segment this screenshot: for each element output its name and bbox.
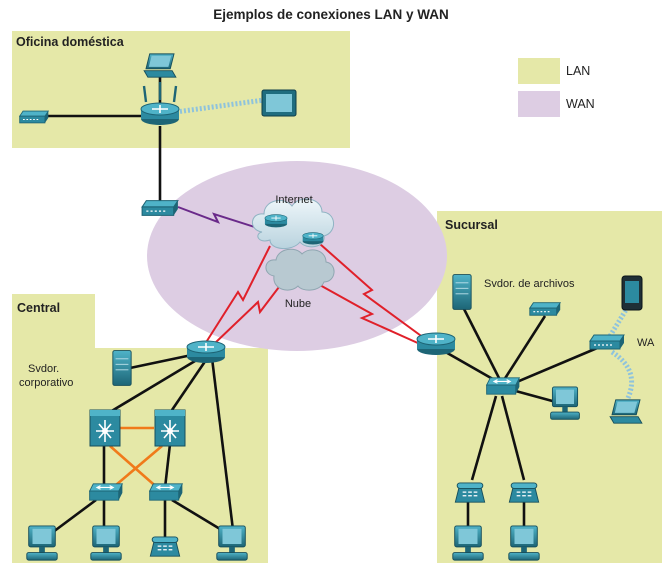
legend-wan-swatch <box>518 91 560 117</box>
link-central-router-l3b <box>170 359 208 411</box>
internet-label: Internet <box>275 194 312 206</box>
home-tablet-icon <box>261 89 297 117</box>
central-switch-a-icon <box>89 483 123 501</box>
file-server-icon <box>452 274 472 310</box>
internet-cloud: Internet <box>252 194 334 249</box>
link-branch-switch-printer <box>502 315 547 381</box>
link-central-l3b-swb <box>163 443 172 489</box>
home-printer-icon <box>19 110 49 124</box>
corporate-server-icon <box>112 350 132 386</box>
branch-pc-3-icon <box>508 525 540 561</box>
dsl-link-modem-internet <box>177 206 265 231</box>
wan-link-central-internet-1 <box>204 245 271 345</box>
dsl-modem-icon <box>141 199 179 217</box>
corporate-server-label-line2: corporativo <box>19 377 73 389</box>
central-label: Central <box>17 301 60 315</box>
central-switch-b-icon <box>149 483 183 501</box>
link-l3b-swa <box>109 445 163 491</box>
wan-serial-links <box>204 227 425 345</box>
branch-region <box>437 211 662 563</box>
central-cross-links <box>109 426 163 491</box>
central-pc-3-icon <box>216 525 248 561</box>
central-multilayer-switch-b-icon <box>154 409 186 447</box>
link-branch-switch-phone1 <box>470 395 498 481</box>
link-central-router-l3a <box>109 356 201 414</box>
link-central-router-pc4 <box>210 357 235 531</box>
home-office-region <box>12 31 350 148</box>
branch-laptop-icon <box>609 399 643 424</box>
link-branch-switch-phone2 <box>500 395 526 481</box>
wan-link-cloud-branch <box>317 283 421 345</box>
branch-pc-2-icon <box>452 525 484 561</box>
home-laptop-icon <box>143 53 177 78</box>
nube-cloud: Nube <box>265 248 335 310</box>
home-office-label: Oficina doméstica <box>16 35 125 49</box>
wireless-access-point-icon <box>589 334 625 350</box>
nube-label: Nube <box>285 298 311 310</box>
link-central-swb-pc4 <box>171 498 226 534</box>
branch-ip-phone-1-icon <box>454 482 486 503</box>
legend-lan-swatch <box>518 58 560 84</box>
branch-printer-icon <box>529 302 561 316</box>
legend: LAN WAN <box>518 58 595 117</box>
central-pc-2-icon <box>90 525 122 561</box>
central-router-icon <box>186 340 226 364</box>
branch-router-icon <box>416 332 456 356</box>
central-multilayer-switch-a-icon <box>89 409 121 447</box>
central-ip-phone-icon <box>149 536 181 557</box>
branch-label: Sucursal <box>445 218 498 232</box>
wireless-home-router-tablet <box>175 97 265 115</box>
link-branch-switch-pc <box>511 388 557 404</box>
legend-wan-label: WAN <box>566 97 595 111</box>
branch-ip-phone-2-icon <box>508 482 540 503</box>
diagram-title: Ejemplos de conexiones LAN y WAN <box>213 7 449 22</box>
wireless-wap-laptop <box>610 349 634 399</box>
wireless-links <box>175 97 635 399</box>
internet-router-1 <box>264 214 288 228</box>
legend-lan-label: LAN <box>566 64 590 78</box>
link-branch-switch-wap <box>511 344 603 386</box>
wap-label: WA <box>637 337 655 349</box>
file-server-label: Svdor. de archivos <box>484 278 575 290</box>
link-branch-switch-fileserver <box>460 304 502 381</box>
corporate-server-label-line1: Svdor. <box>28 363 59 375</box>
wireless-wap-phone <box>607 298 635 338</box>
home-wireless-router-icon <box>140 82 180 126</box>
central-pc-1-icon <box>26 525 58 561</box>
internet-router-2 <box>302 232 324 245</box>
smartphone-icon <box>621 275 643 311</box>
wired-links <box>40 75 603 540</box>
branch-pc-1-icon <box>550 386 580 420</box>
wan-link-internet-branch <box>319 243 425 339</box>
branch-switch-icon <box>486 377 520 395</box>
